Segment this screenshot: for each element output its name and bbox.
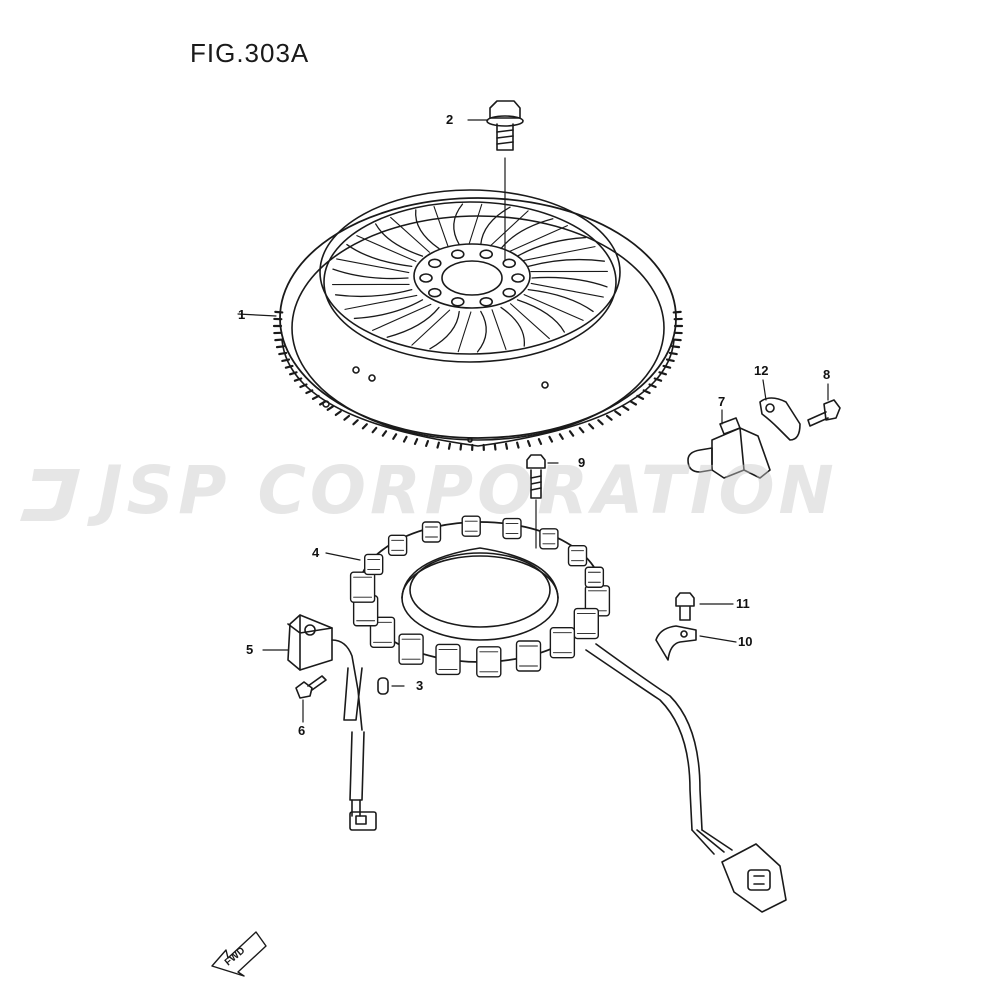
- flywheel-hub-holes: [419, 249, 525, 307]
- callout-10: 10: [738, 634, 753, 649]
- callout-7: 7: [718, 394, 726, 409]
- stator-bolt: [526, 454, 546, 499]
- fwd-label: FWD: [223, 945, 248, 968]
- callout-3: 3: [416, 678, 424, 693]
- callout-4: 4: [312, 545, 320, 560]
- callout-6: 6: [298, 723, 306, 738]
- callout-2: 2: [446, 112, 454, 127]
- stator-coils: [349, 515, 611, 678]
- flywheel-ring-teeth: [272, 310, 684, 452]
- clamp-bolt: [675, 592, 695, 621]
- callout-12: 12: [754, 363, 769, 378]
- sensor-screw: [807, 399, 841, 427]
- flywheel-bolt: [486, 100, 524, 151]
- pickup-screw: [295, 675, 327, 699]
- callout-11: 11: [736, 596, 750, 611]
- callout-8: 8: [823, 367, 831, 382]
- leader-lines: [237, 119, 829, 723]
- flywheel: [272, 189, 684, 452]
- pulser-sensor: [687, 417, 771, 479]
- stator-wire-harness: [585, 643, 787, 913]
- flywheel-fins: [331, 203, 609, 353]
- fwd-arrow: FWD: [211, 931, 267, 977]
- callout-1: 1: [238, 307, 246, 322]
- callout-5: 5: [246, 642, 254, 657]
- dowel-pin: [377, 677, 389, 695]
- pickup-wire-harness: [343, 667, 377, 831]
- sensor-clamp: [759, 397, 801, 441]
- pickup-coil: [287, 614, 363, 731]
- stator: [349, 515, 611, 678]
- wire-clamp: [655, 625, 697, 661]
- callout-9: 9: [578, 455, 586, 470]
- figure-title: FIG.303A: [190, 38, 310, 68]
